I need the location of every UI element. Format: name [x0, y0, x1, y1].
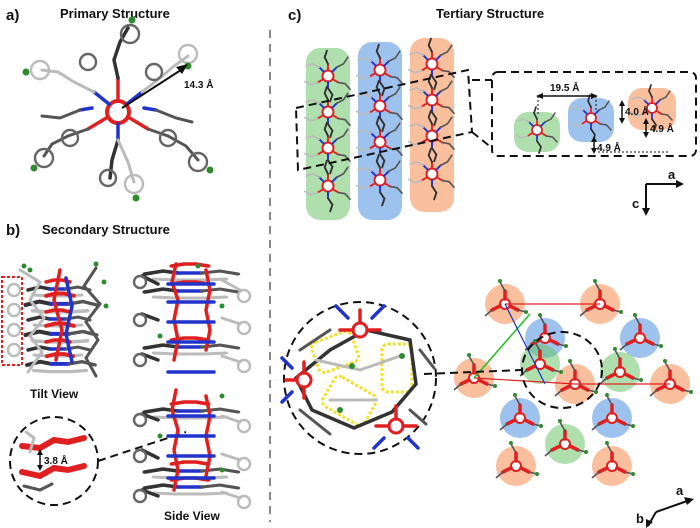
tilt-highlight-box	[1, 276, 23, 366]
side-view-label: Side View	[164, 509, 220, 523]
layer-offset-inset	[471, 71, 697, 157]
panel-c-title: Tertiary Structure	[436, 6, 544, 21]
offset-label-1: 4.0 Å	[625, 105, 649, 118]
primary-structure-molecule	[22, 16, 214, 202]
primary-distance-label: 14.3 Å	[184, 78, 213, 91]
tilt-view-label: Tilt View	[30, 387, 79, 401]
panel-c-letter: c)	[288, 7, 301, 24]
stacking-distance-label: 3.8 Å	[44, 454, 68, 467]
packing-lattice-view	[423, 277, 695, 486]
tertiary-columns-view	[294, 37, 474, 220]
column-spacing-label: 19.5 Å	[550, 81, 579, 94]
axis-a-label-top: a	[668, 167, 676, 182]
offset-label-2: 4.9 Å	[650, 122, 674, 135]
panel-b-letter: b)	[6, 222, 20, 239]
offset-label-3: 4.9 Å	[597, 141, 621, 154]
axis-b-label: b	[636, 511, 644, 526]
panel-a-title: Primary Structure	[60, 6, 170, 21]
axes-a-c	[642, 180, 684, 216]
cluster-zoom-view	[280, 301, 437, 455]
panel-a-letter: a)	[6, 7, 19, 24]
inset-connector	[97, 431, 187, 462]
side-view-stack	[132, 264, 252, 510]
tilt-view-stack	[1, 261, 109, 378]
axis-c-label: c	[632, 196, 639, 211]
axis-a-label-bottom: a	[676, 483, 684, 498]
axes-a-b	[646, 497, 694, 528]
panel-b-title: Secondary Structure	[42, 222, 170, 237]
